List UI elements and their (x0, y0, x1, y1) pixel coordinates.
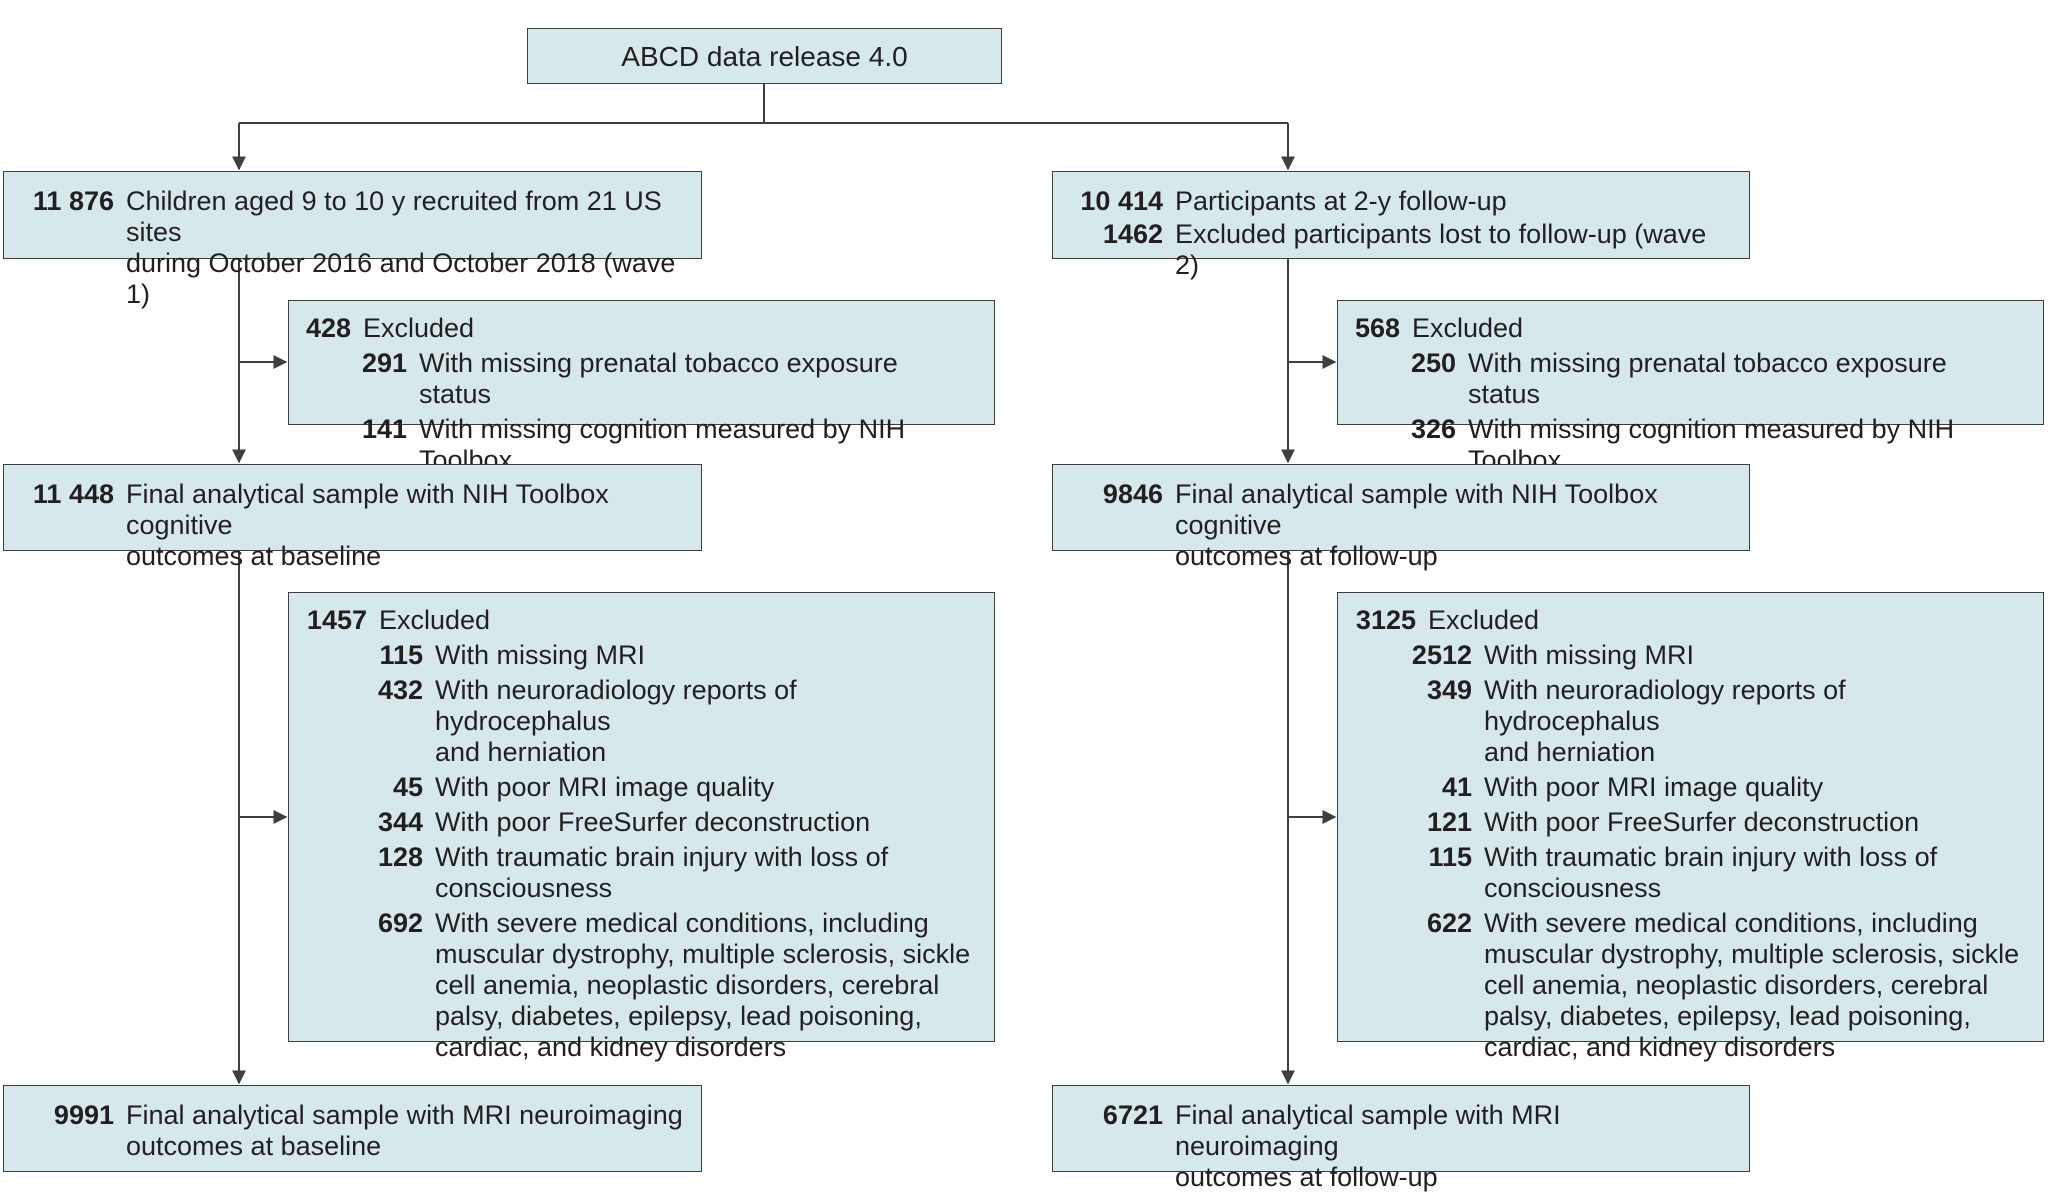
exclusion-item: 432 With neuroradiology reports of hydro… (361, 675, 976, 768)
exclusion-item: 2512 With missing MRI (1410, 640, 2025, 671)
excluded-count: 1457 (306, 605, 367, 635)
item-text: With poor MRI image quality (1484, 772, 1824, 802)
item-text: With neuroradiology reports of hydroceph… (1484, 675, 1846, 767)
title-text: ABCD data release 4.0 (621, 40, 908, 72)
exclusion-item: 128 With traumatic brain injury with los… (361, 842, 976, 904)
item-count: 622 (1426, 908, 1472, 938)
item-text: With missing prenatal tobacco exposure s… (419, 348, 898, 409)
item-text: With severe medical conditions, includin… (1484, 908, 2020, 1062)
item-text: With missing MRI (1484, 640, 1695, 670)
item-count: 291 (361, 348, 407, 378)
exclusion-header: 568 Excluded (1354, 313, 2025, 344)
left-sample1-line: 11 448 Final analytical sample with NIH … (22, 479, 683, 572)
exclusion-item: 45 With poor MRI image quality (361, 772, 976, 803)
line-text: Final analytical sample with MRI neuroim… (1175, 1100, 1561, 1192)
item-count: 250 (1410, 348, 1456, 378)
right-start-line: 10 414 Participants at 2-y follow-up (1071, 186, 1731, 217)
excluded-label: Excluded (1428, 605, 1540, 635)
item-text: With missing prenatal tobacco exposure s… (1468, 348, 1947, 409)
exclusion-header: 1457 Excluded (305, 605, 976, 636)
exclusion-item: 326 With missing cognition measured by N… (1410, 414, 2025, 476)
item-text: With traumatic brain injury with loss of… (1484, 842, 1938, 903)
count: 1462 (1102, 219, 1163, 249)
count: 6721 (1102, 1100, 1163, 1130)
item-count: 349 (1426, 675, 1472, 705)
title-box: ABCD data release 4.0 (527, 28, 1002, 84)
count: 9846 (1102, 479, 1163, 509)
excluded-label: Excluded (363, 313, 475, 343)
excluded-label: Excluded (379, 605, 491, 635)
count: 11 448 (32, 479, 114, 509)
item-text: With poor FreeSurfer deconstruction (1484, 807, 1920, 837)
line-text: Participants at 2-y follow-up (1175, 186, 1507, 216)
exclusion-header: 3125 Excluded (1354, 605, 2025, 636)
exclusion-item: 121 With poor FreeSurfer deconstruction (1410, 807, 2025, 838)
left-start-box: 11 876 Children aged 9 to 10 y recruited… (3, 171, 702, 309)
left-exclusion-box-2: 1457 Excluded 115 With missing MRI 432 W… (288, 592, 995, 1062)
line-text: Final analytical sample with NIH Toolbox… (1175, 479, 1658, 571)
right-exclusion-box-2: 3125 Excluded 2512 With missing MRI 349 … (1337, 592, 2044, 1062)
right-start-box: 10 414 Participants at 2-y follow-up 146… (1052, 171, 1750, 280)
exclusion-item: 115 With missing MRI (361, 640, 976, 671)
item-count: 45 (392, 772, 423, 802)
right-sample1-line: 9846 Final analytical sample with NIH To… (1071, 479, 1731, 572)
right-sample-box-1: 9846 Final analytical sample with NIH To… (1052, 464, 1750, 571)
item-count: 141 (361, 414, 407, 444)
exclusion-item: 115 With traumatic brain injury with los… (1410, 842, 2025, 904)
line-text: Final analytical sample with NIH Toolbox… (126, 479, 609, 571)
right-exclusion-box-1: 568 Excluded 250 With missing prenatal t… (1337, 300, 2044, 475)
item-text: With neuroradiology reports of hydroceph… (435, 675, 797, 767)
right-start-line: 1462 Excluded participants lost to follo… (1071, 219, 1731, 281)
exclusion-item: 344 With poor FreeSurfer deconstruction (361, 807, 976, 838)
line-text: Final analytical sample with MRI neuroim… (126, 1100, 683, 1161)
item-count: 41 (1441, 772, 1472, 802)
exclusion-item: 41 With poor MRI image quality (1410, 772, 2025, 803)
excluded-label: Excluded (1412, 313, 1524, 343)
line-text: Children aged 9 to 10 y recruited from 2… (126, 186, 676, 309)
item-text: With traumatic brain injury with loss of… (435, 842, 889, 903)
exclusion-item: 250 With missing prenatal tobacco exposu… (1410, 348, 2025, 410)
exclusion-item: 141 With missing cognition measured by N… (361, 414, 976, 476)
item-text: With poor MRI image quality (435, 772, 775, 802)
exclusion-item: 349 With neuroradiology reports of hydro… (1410, 675, 2025, 768)
count: 11 876 (32, 186, 114, 216)
item-count: 344 (377, 807, 423, 837)
item-count: 115 (1428, 842, 1472, 872)
right-sample-box-2: 6721 Final analytical sample with MRI ne… (1052, 1085, 1750, 1192)
left-sample-box-1: 11 448 Final analytical sample with NIH … (3, 464, 702, 571)
excluded-count: 3125 (1355, 605, 1416, 635)
line-text: Excluded participants lost to follow-up … (1175, 219, 1707, 280)
exclusion-item: 622 With severe medical conditions, incl… (1410, 908, 2025, 1063)
exclusion-header: 428 Excluded (305, 313, 976, 344)
left-exclusion-box-1: 428 Excluded 291 With missing prenatal t… (288, 300, 995, 475)
exclusion-item: 692 With severe medical conditions, incl… (361, 908, 976, 1063)
exclusion-item: 291 With missing prenatal tobacco exposu… (361, 348, 976, 410)
item-count: 2512 (1411, 640, 1472, 670)
item-count: 121 (1426, 807, 1472, 837)
left-sample-box-2: 9991 Final analytical sample with MRI ne… (3, 1085, 702, 1172)
right-sample2-line: 6721 Final analytical sample with MRI ne… (1071, 1100, 1731, 1193)
left-sample2-line: 9991 Final analytical sample with MRI ne… (22, 1100, 683, 1162)
item-count: 128 (377, 842, 423, 872)
item-text: With missing MRI (435, 640, 646, 670)
item-count: 692 (377, 908, 423, 938)
item-text: With severe medical conditions, includin… (435, 908, 971, 1062)
item-count: 115 (379, 640, 423, 670)
left-start-line: 11 876 Children aged 9 to 10 y recruited… (22, 186, 683, 310)
count: 10 414 (1080, 186, 1163, 216)
item-count: 432 (377, 675, 423, 705)
item-count: 326 (1410, 414, 1456, 444)
excluded-count: 428 (305, 313, 351, 343)
item-text: With poor FreeSurfer deconstruction (435, 807, 871, 837)
count: 9991 (53, 1100, 114, 1130)
excluded-count: 568 (1354, 313, 1400, 343)
item-text: With missing cognition measured by NIH T… (419, 414, 906, 475)
